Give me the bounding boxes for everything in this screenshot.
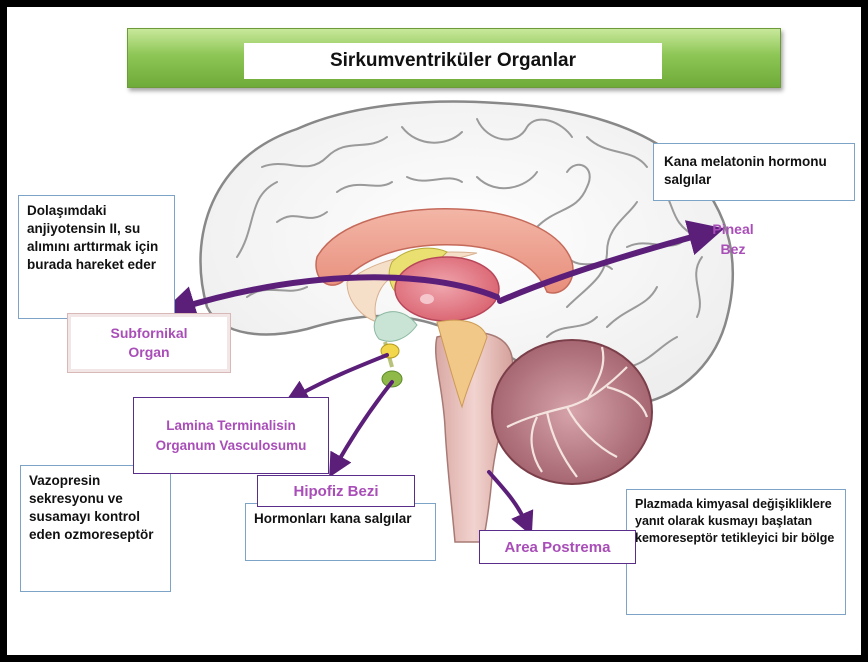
- thalamus-highlight: [420, 294, 434, 304]
- lamina-label: Lamina Terminalisin Organum Vasculosumu: [133, 397, 329, 474]
- arrow-to-lamina: [295, 355, 387, 397]
- diagram-title: Sirkumventriküler Organlar: [244, 43, 662, 79]
- hipofiz-label: Hipofiz Bezi: [257, 475, 415, 507]
- area-postrema-description: Plazmada kimyasal değişikliklere yanıt o…: [626, 489, 846, 615]
- pineal-label: Pineal Bez: [707, 215, 759, 263]
- hipofiz-description: Hormonları kana salgılar: [245, 503, 436, 561]
- title-bar: Sirkumventriküler Organlar: [127, 28, 781, 88]
- pineal-description: Kana melatonin hormonu salgılar: [653, 143, 855, 201]
- arrow-to-area-postrema: [489, 472, 527, 525]
- subfornical-label: Subfornikal Organ: [67, 313, 231, 373]
- cerebellum: [492, 340, 652, 484]
- lamina-description: Vazopresin sekresyonu ve susamayı kontro…: [20, 465, 171, 592]
- area-postrema-label: Area Postrema: [479, 530, 636, 564]
- subfornical-description: Dolaşımdaki anjiyotensin II, su alımını …: [18, 195, 175, 319]
- arrow-to-hipofiz: [335, 382, 392, 467]
